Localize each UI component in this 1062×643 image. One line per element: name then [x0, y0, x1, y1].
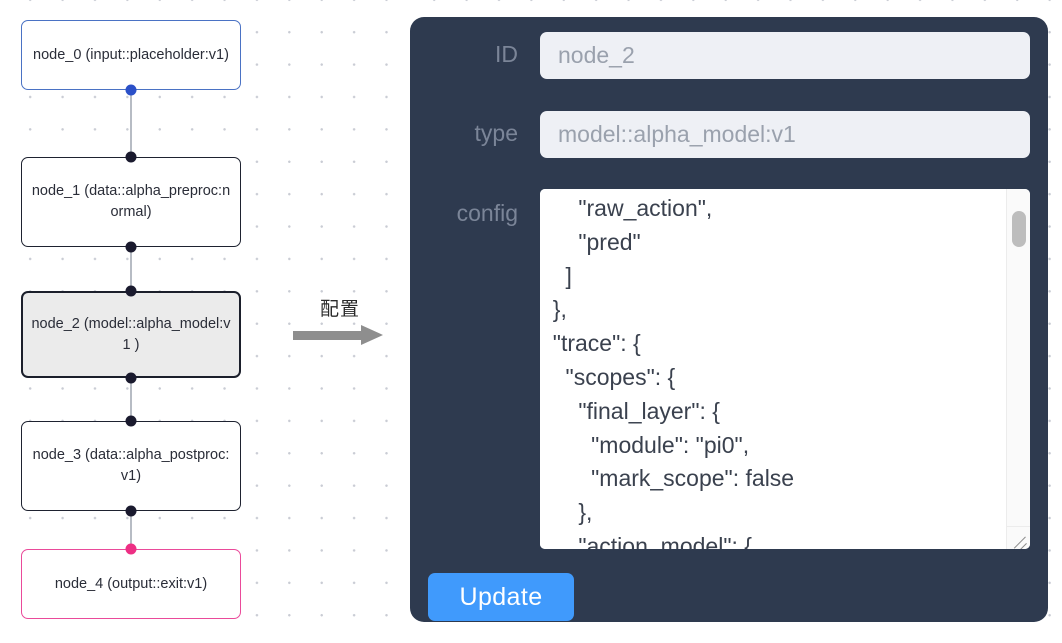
edge-node3-node4	[130, 511, 132, 549]
config-textarea-wrapper[interactable]: "raw_action", "pred" ] }, "trace": { "sc…	[540, 189, 1030, 549]
config-scrollbar[interactable]	[1006, 189, 1030, 526]
edge-node2-node3	[130, 377, 132, 421]
graph-node-label: node_1 (data::alpha_preproc:n ormal)	[31, 183, 231, 220]
node-handle-node_0-out[interactable]	[125, 84, 137, 96]
graph-canvas[interactable]: node_0 (input::placeholder:v1) node_1 (d…	[0, 0, 410, 643]
node-handle-node_2-in[interactable]	[125, 285, 137, 297]
config-textarea[interactable]: "raw_action", "pred" ] }, "trace": { "sc…	[540, 189, 1006, 549]
annotation-config-arrow: 配置	[293, 300, 387, 345]
node-handle-node_3-out[interactable]	[125, 505, 137, 517]
graph-node-label: node_0 (input::placeholder:v1)	[33, 46, 229, 63]
edge-node0-node1	[130, 89, 132, 159]
config-field-label: config	[456, 200, 518, 226]
form-row-type: type	[410, 111, 1048, 158]
id-input[interactable]	[540, 32, 1030, 79]
annotation-label: 配置	[319, 299, 360, 320]
graph-node-label: node_2 (model::alpha_model:v1 )	[31, 315, 231, 353]
right-arrow-icon	[293, 325, 387, 345]
graph-node-label: node_3 (data::alpha_postproc: v1)	[32, 447, 230, 484]
form-row-config: config "raw_action", "pred" ] }, "trace"…	[410, 189, 1048, 549]
graph-node-label: node_4 (output::exit:v1)	[54, 575, 208, 592]
graph-node-node_1[interactable]: node_1 (data::alpha_preproc:n ormal)	[21, 157, 241, 247]
edge-node1-node2	[130, 247, 132, 292]
graph-node-node_2[interactable]: node_2 (model::alpha_model:v1 )	[21, 291, 241, 378]
node-handle-node_3-in[interactable]	[125, 415, 137, 427]
graph-node-node_3[interactable]: node_3 (data::alpha_postproc: v1)	[21, 421, 241, 511]
node-handle-node_4-in[interactable]	[125, 543, 137, 555]
id-field-label: ID	[495, 41, 518, 67]
node-handle-node_2-out[interactable]	[125, 372, 137, 384]
graph-node-node_4[interactable]: node_4 (output::exit:v1)	[21, 549, 241, 619]
update-button[interactable]: Update	[428, 573, 574, 621]
config-scrollbar-thumb[interactable]	[1012, 211, 1026, 247]
form-row-id: ID	[410, 32, 1048, 79]
node-handle-node_1-in[interactable]	[125, 151, 137, 163]
type-input[interactable]	[540, 111, 1030, 158]
type-field-label: type	[474, 120, 518, 146]
node-handle-node_1-out[interactable]	[125, 241, 137, 253]
node-config-panel: ID type config "raw_action", "pred" ] },…	[410, 17, 1048, 622]
graph-node-node_0[interactable]: node_0 (input::placeholder:v1)	[21, 20, 241, 90]
resize-handle-icon[interactable]	[1006, 526, 1030, 549]
